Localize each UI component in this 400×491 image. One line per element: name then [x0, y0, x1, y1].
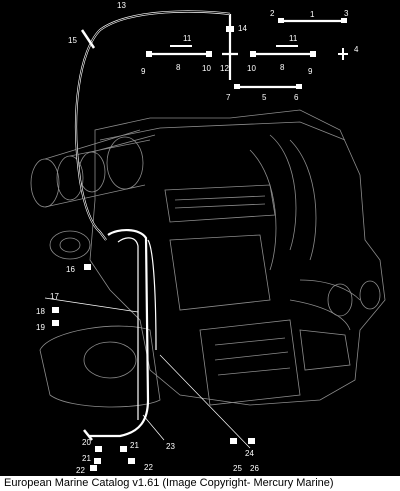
fitting-25 — [230, 438, 237, 444]
callout-2: 2 — [270, 9, 275, 18]
callout-3: 3 — [344, 9, 349, 18]
callout-17: 17 — [50, 292, 59, 301]
callout-24: 24 — [245, 449, 254, 458]
callout-10-right: 10 — [247, 64, 256, 73]
callout-4: 4 — [354, 45, 359, 54]
hose-23 — [88, 229, 150, 438]
fitting-9-right — [310, 51, 316, 57]
callout-8-left: 8 — [176, 63, 181, 72]
callout-26: 26 — [250, 464, 259, 473]
callout-16: 16 — [66, 265, 75, 274]
engine-wireframe — [30, 109, 386, 408]
exploded-parts-diagram: 1 2 3 4 5 6 7 8 8 9 9 10 10 11 11 12 13 … — [30, 1, 386, 475]
callout-13: 13 — [117, 1, 126, 10]
callout-25: 25 — [233, 464, 242, 473]
fitting-10-left — [206, 51, 212, 57]
fitting-16 — [84, 264, 91, 270]
callout-9-left: 9 — [141, 67, 146, 76]
callout-10-left: 10 — [202, 64, 211, 73]
leader-lines — [44, 297, 251, 449]
callout-1: 1 — [310, 10, 315, 19]
callout-11-right: 11 — [289, 34, 298, 43]
callout-18: 18 — [36, 307, 45, 316]
tee-fitting-12 — [222, 28, 238, 80]
callout-22-right: 22 — [144, 463, 153, 472]
fitting-7 — [234, 84, 240, 89]
fitting-9-left — [146, 51, 152, 57]
fitting-26 — [248, 438, 255, 444]
hose-17 — [117, 237, 139, 420]
fitting-21-left — [94, 458, 101, 464]
catalog-caption: European Marine Catalog v1.61 (Image Cop… — [0, 476, 400, 491]
callout-15: 15 — [68, 36, 77, 45]
callout-labels: 1 2 3 4 5 6 7 8 8 9 9 10 10 11 11 12 13 … — [36, 1, 359, 475]
fitting-10-right — [250, 51, 256, 57]
callout-9-right: 9 — [308, 67, 313, 76]
fitting-22-right — [128, 458, 135, 464]
callout-7: 7 — [226, 93, 231, 102]
callout-21-right: 21 — [130, 441, 139, 450]
callout-11-left: 11 — [183, 34, 192, 43]
fitting-20 — [95, 446, 102, 452]
fitting-21-right — [120, 446, 127, 452]
fitting-2 — [278, 18, 284, 23]
fitting-3 — [341, 18, 347, 23]
fitting-19 — [52, 320, 59, 326]
callout-8-right: 8 — [280, 63, 285, 72]
hose-15 — [80, 29, 96, 49]
fitting-4 — [338, 48, 348, 60]
fitting-14 — [226, 26, 234, 32]
fitting-6 — [296, 84, 302, 89]
fitting-18 — [52, 307, 59, 313]
callout-19: 19 — [36, 323, 45, 332]
callout-12: 12 — [220, 64, 229, 73]
callout-20: 20 — [82, 438, 91, 447]
fitting-22-left — [90, 465, 97, 471]
callout-6: 6 — [294, 93, 299, 102]
callout-23: 23 — [166, 442, 175, 451]
hose-24 — [147, 239, 157, 351]
callout-21-left: 21 — [82, 454, 91, 463]
callout-5: 5 — [262, 93, 267, 102]
callout-22-left: 22 — [76, 466, 85, 475]
callout-14: 14 — [238, 24, 247, 33]
